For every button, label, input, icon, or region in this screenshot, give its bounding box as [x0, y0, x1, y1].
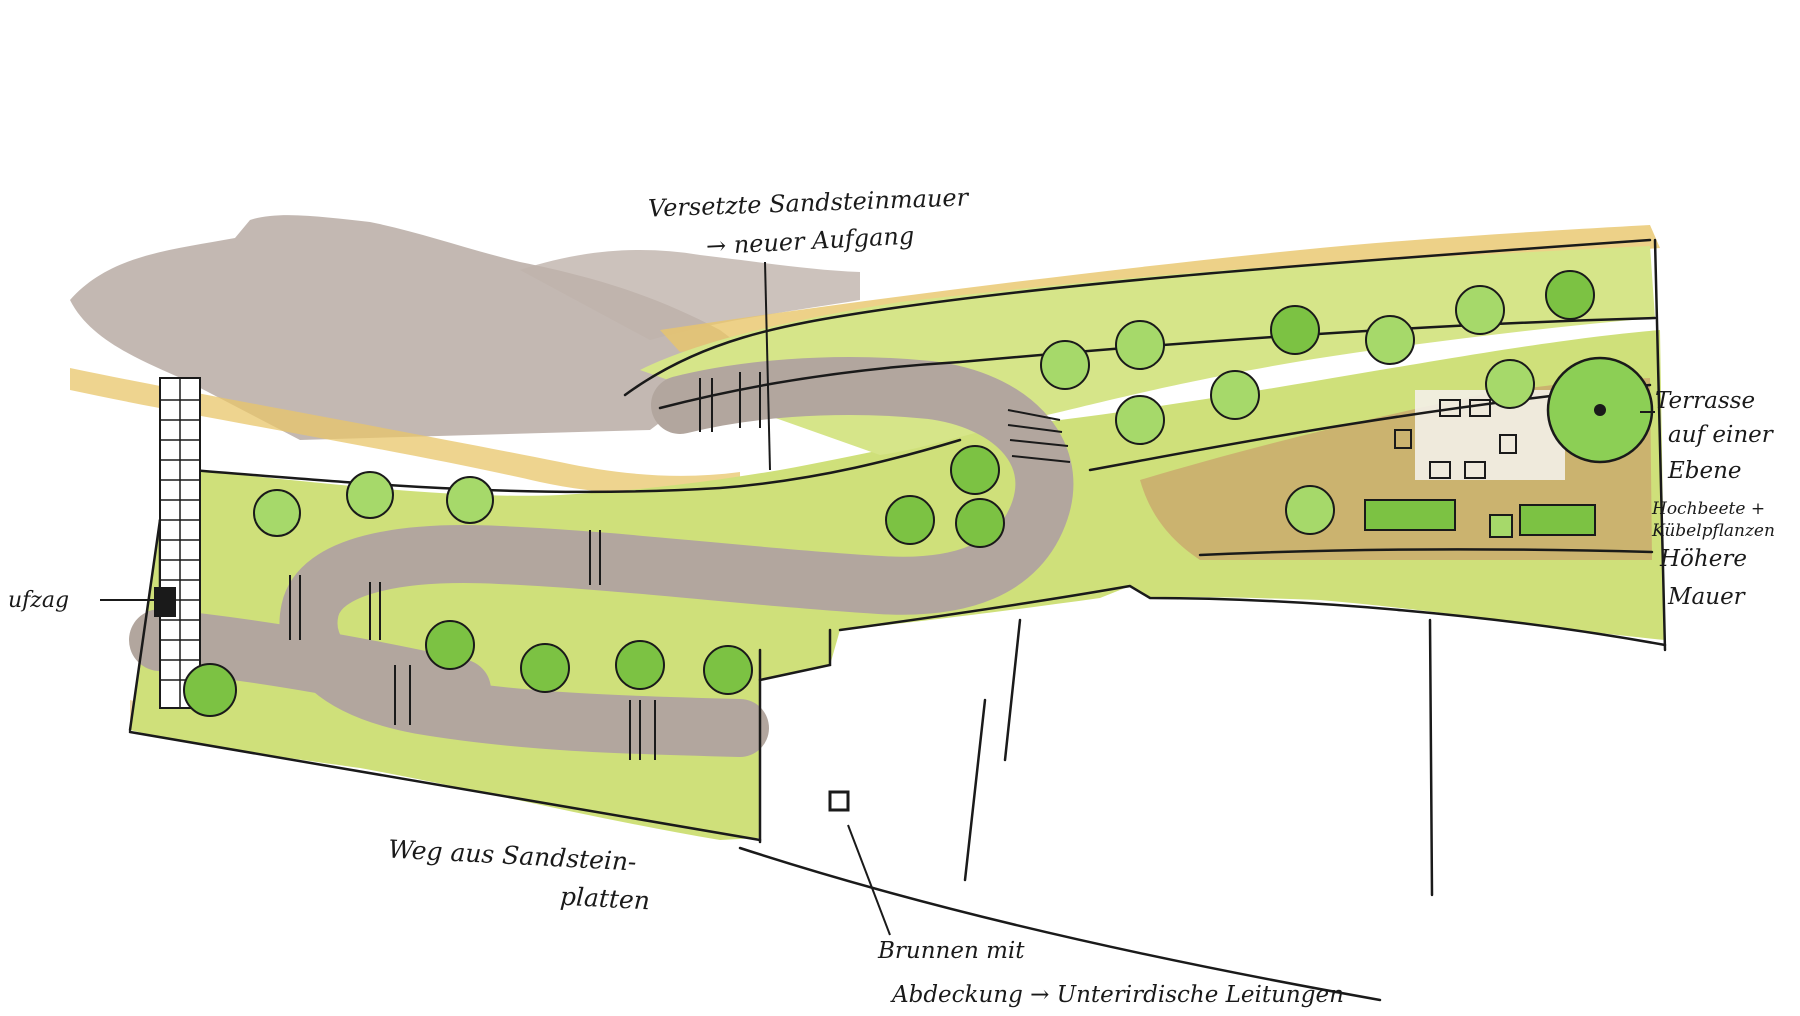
tree-icon: [183, 663, 237, 717]
label-terrace-1: Terrasse: [1655, 388, 1756, 414]
tree-icon: [1210, 370, 1260, 420]
tree-icon: [950, 445, 1000, 495]
tree-icon: [446, 476, 494, 524]
label-well-2: Abdeckung → Unterirdische Leitungen: [892, 982, 1344, 1008]
tree-icon: [1365, 315, 1415, 365]
well-icon: [828, 790, 891, 936]
tree-icon: [1115, 320, 1165, 370]
tree-icon: [253, 489, 301, 537]
leader-lines: [100, 261, 1655, 601]
tree-icon: [1485, 359, 1535, 409]
raised-beds: [1364, 499, 1596, 538]
ink-outlines: [128, 238, 1667, 1002]
elevator-shaft: [154, 377, 201, 709]
tree-icon: [520, 643, 570, 693]
tree-trunk-dot: [1594, 404, 1606, 416]
sand-strip-left: [70, 368, 740, 496]
tree-icon: [1115, 395, 1165, 445]
label-raised-beds-1: Hochbeete +: [1652, 499, 1766, 519]
tree-icon: [885, 495, 935, 545]
tree-icon: [346, 471, 394, 519]
label-well-1: Brunnen mit: [878, 938, 1025, 964]
terrace-furniture: [1394, 399, 1517, 479]
tree-icon: [1285, 485, 1335, 535]
label-terrace-2: auf einer: [1668, 422, 1773, 448]
label-higher-wall-1: Höhere: [1660, 546, 1747, 572]
path-steps: [289, 372, 1071, 760]
tree-icon: [703, 645, 753, 695]
tree-icon: [955, 498, 1005, 548]
tree-icon: [615, 640, 665, 690]
tree-icon: [1270, 305, 1320, 355]
upper-slope-area: [70, 215, 760, 440]
label-higher-wall-2: Mauer: [1668, 584, 1745, 610]
tree-icon: [1040, 340, 1090, 390]
upper-slope-area-2: [520, 250, 860, 340]
label-terrace-3: Ebene: [1668, 458, 1742, 484]
label-elevator: ufzag: [8, 588, 70, 613]
tree-icon: [425, 620, 475, 670]
label-path-2: platten: [559, 881, 651, 916]
tree-group: [183, 270, 1654, 717]
label-raised-beds-2: Kübelpflanzen: [1652, 521, 1775, 541]
tree-icon: [1455, 285, 1505, 335]
tree-icon: [1545, 270, 1595, 320]
